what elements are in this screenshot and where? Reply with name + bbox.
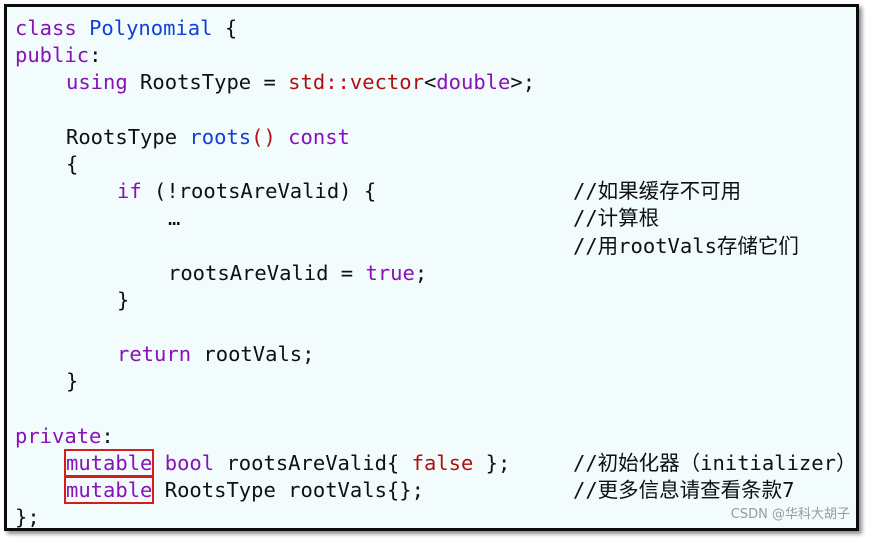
class-end: }; xyxy=(15,505,40,530)
template-vector: vector xyxy=(349,70,424,95)
comment-compute-roots: //计算根 xyxy=(573,206,660,231)
open-brace: { xyxy=(66,151,79,176)
keyword-mutable-highlighted: mutable xyxy=(63,476,155,505)
code-line-8: … //计算根 xyxy=(15,205,852,232)
code-line-13: return rootVals; xyxy=(15,341,852,368)
keyword-using: using xyxy=(66,70,128,95)
keyword-const: const xyxy=(275,124,350,149)
ellipsis: … xyxy=(168,206,181,231)
code-line-3: using RootsType = std::vector<double>; xyxy=(15,69,852,96)
code-block: class Polynomial { public: using RootsTy… xyxy=(15,15,856,532)
code-line-5: RootsType roots() const xyxy=(15,124,852,151)
code-panel: class Polynomial { public: using RootsTy… xyxy=(4,4,859,531)
alias-name: RootsType = xyxy=(127,70,289,95)
comment-initializer: //初始化器（initializer） xyxy=(573,451,857,475)
code-line-9: //用rootVals存储它们 xyxy=(15,233,852,260)
code-line-10: rootsAreValid = true; xyxy=(15,260,852,287)
keyword-class: class xyxy=(15,16,77,40)
keyword-mutable-highlighted: mutable xyxy=(63,449,155,477)
code-line-18: mutable RootsType rootVals{}; //更多信息请查看条款… xyxy=(15,476,852,505)
initializer-end: }; xyxy=(473,451,511,475)
code-line-blank-1 xyxy=(15,97,852,124)
colon: : xyxy=(89,43,102,68)
assign-target: rootsAreValid = xyxy=(168,260,366,285)
comment-store-rootvals: //用rootVals存储它们 xyxy=(573,233,799,258)
code-line-16: private: xyxy=(15,423,852,450)
type-double: double xyxy=(436,70,511,95)
member-rootsAreValid: rootsAreValid{ xyxy=(214,451,412,475)
keyword-public: public xyxy=(15,43,90,68)
comment-cache-invalid: //如果缓存不可用 xyxy=(573,179,742,204)
type-bool: bool xyxy=(152,451,215,475)
code-line-blank-3 xyxy=(15,396,852,423)
code-line-6: { xyxy=(15,151,852,178)
namespace-std: std:: xyxy=(288,70,350,95)
close-brace: } xyxy=(66,369,79,394)
literal-true: true xyxy=(365,260,415,285)
comment-see-item-7: //更多信息请查看条款7 xyxy=(573,478,795,503)
code-line-1: class Polynomial { xyxy=(15,15,852,42)
brace: { xyxy=(212,16,238,40)
literal-false: false xyxy=(411,451,474,475)
keyword-return: return xyxy=(117,342,192,367)
code-line-19: }; xyxy=(15,504,852,531)
semicolon: ; xyxy=(414,260,428,285)
if-condition: (!rootsAreValid) { xyxy=(141,179,377,204)
function-roots: roots xyxy=(189,124,252,149)
code-line-14: } xyxy=(15,368,852,395)
code-line-17: mutable bool rootsAreValid{ false }; //初始… xyxy=(15,449,856,477)
keyword-if: if xyxy=(117,179,142,204)
close-brace: } xyxy=(117,287,130,312)
member-rootVals: RootsType rootVals{}; xyxy=(152,478,424,503)
class-name: Polynomial xyxy=(89,16,213,40)
return-type: RootsType xyxy=(66,124,190,149)
function-parens: () xyxy=(251,124,276,149)
code-line-blank-2 xyxy=(15,314,852,341)
template-open: < xyxy=(423,70,437,95)
keyword-private: private xyxy=(15,423,102,448)
return-value: rootVals; xyxy=(191,342,315,367)
code-line-2: public: xyxy=(15,42,852,69)
template-close: >; xyxy=(510,70,536,95)
colon: : xyxy=(101,423,114,448)
watermark: CSDN @华科大胡子 xyxy=(730,507,850,522)
code-line-11: } xyxy=(15,287,852,314)
code-line-7: if (!rootsAreValid) { //如果缓存不可用 xyxy=(15,178,852,205)
